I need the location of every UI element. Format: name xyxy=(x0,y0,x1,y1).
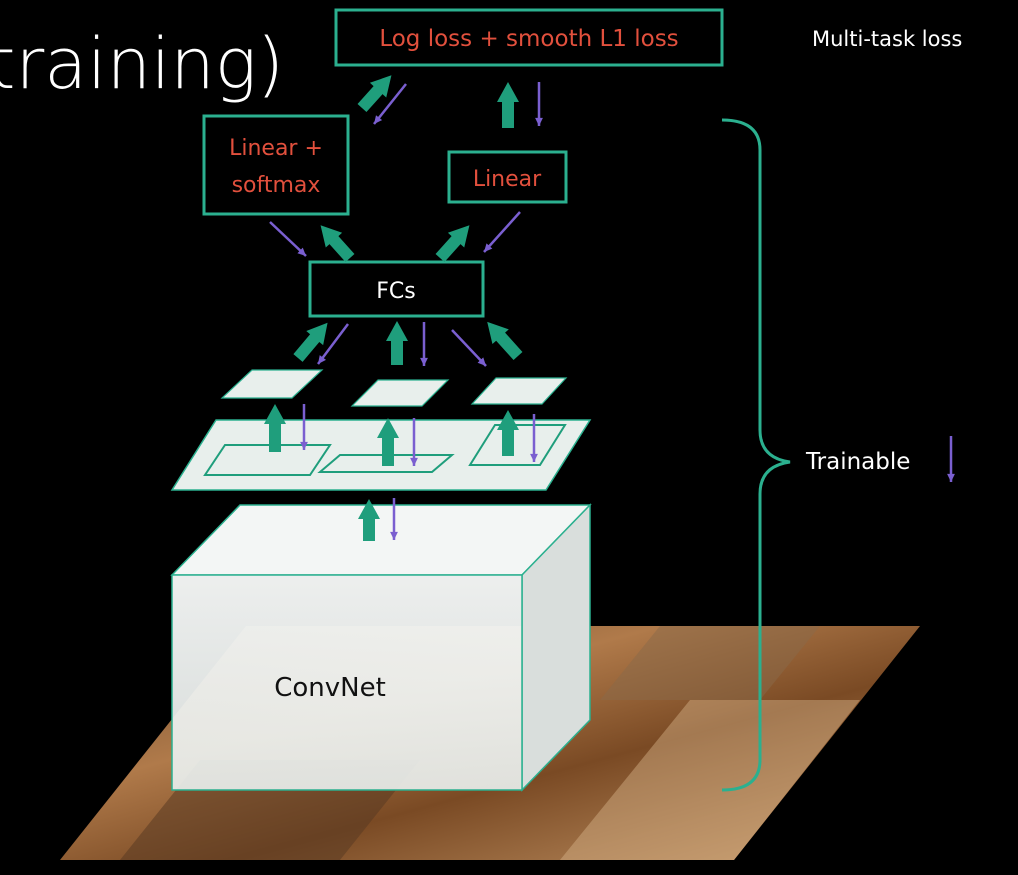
convnet-block: ConvNet xyxy=(170,503,592,792)
gradient-arrow-softmax-loss-head xyxy=(374,115,383,124)
gradient-arrow-pool-2-head xyxy=(420,357,428,366)
fcs-label: FCs xyxy=(376,279,415,304)
forward-arrow-roi-2 xyxy=(377,418,399,466)
forward-arrow-linear-loss xyxy=(497,82,519,128)
gradient-arrow-pool-1 xyxy=(317,323,349,365)
loss-block: Log loss + smooth L1 loss xyxy=(334,8,724,67)
convnet-label: ConvNet xyxy=(274,673,386,703)
gradient-arrow-roi-2-head xyxy=(410,457,418,466)
gradient-arrow-convnet-head xyxy=(390,531,398,540)
forward-arrow-fc-left xyxy=(320,225,355,263)
forward-arrow-convnet xyxy=(358,499,380,541)
forward-arrow-fc-right xyxy=(435,225,470,263)
roi-pooled-features xyxy=(220,369,568,407)
loss-label: Log loss + smooth L1 loss xyxy=(379,26,678,52)
forward-arrow-pool-3 xyxy=(487,321,523,361)
linear-block: Linear xyxy=(447,150,568,204)
gradient-arrow-pool-3 xyxy=(451,329,487,367)
gradient-arrow-softmax-loss xyxy=(373,83,407,125)
forward-arrow-pool-2 xyxy=(386,321,408,365)
gradient-arrows xyxy=(269,82,955,540)
roi-region-2 xyxy=(317,454,455,473)
gradient-arrow-fc-left-head xyxy=(297,247,306,256)
forward-arrow-pool-1 xyxy=(293,322,328,362)
forward-arrow-softmax-loss xyxy=(357,75,392,113)
roi-region-1 xyxy=(203,444,332,476)
trainable-brace xyxy=(721,118,791,792)
fcs-block: FCs xyxy=(308,260,485,318)
linear-softmax-label-line2: softmax xyxy=(232,173,321,198)
gradient-arrow-roi-1-head xyxy=(300,441,308,450)
linear-label: Linear xyxy=(473,167,542,192)
forward-arrow-roi-1 xyxy=(264,404,286,452)
gradient-arrow-pool-1-head xyxy=(318,355,326,364)
gradient-arrow-fc-right xyxy=(483,211,521,253)
gradient-arrow-linear-loss-head xyxy=(535,117,543,126)
gradient-arrow-fc-left xyxy=(269,221,307,257)
gradient-legend-arrow-head xyxy=(947,473,955,482)
multitask-loss-label: Multi-task loss xyxy=(812,27,962,51)
linear-softmax-block: Linear + softmax xyxy=(202,114,350,216)
forward-arrow-roi-3 xyxy=(497,410,519,456)
gradient-arrow-pool-3-head xyxy=(477,357,486,366)
slide-title: training) xyxy=(0,23,284,105)
roi-region-3 xyxy=(468,424,567,466)
gradient-arrow-roi-3-head xyxy=(530,453,538,462)
linear-softmax-label-line1: Linear + xyxy=(229,136,323,161)
trainable-label: Trainable xyxy=(805,449,910,475)
gradient-arrow-fc-right-head xyxy=(484,243,493,252)
forward-arrows xyxy=(264,75,523,541)
